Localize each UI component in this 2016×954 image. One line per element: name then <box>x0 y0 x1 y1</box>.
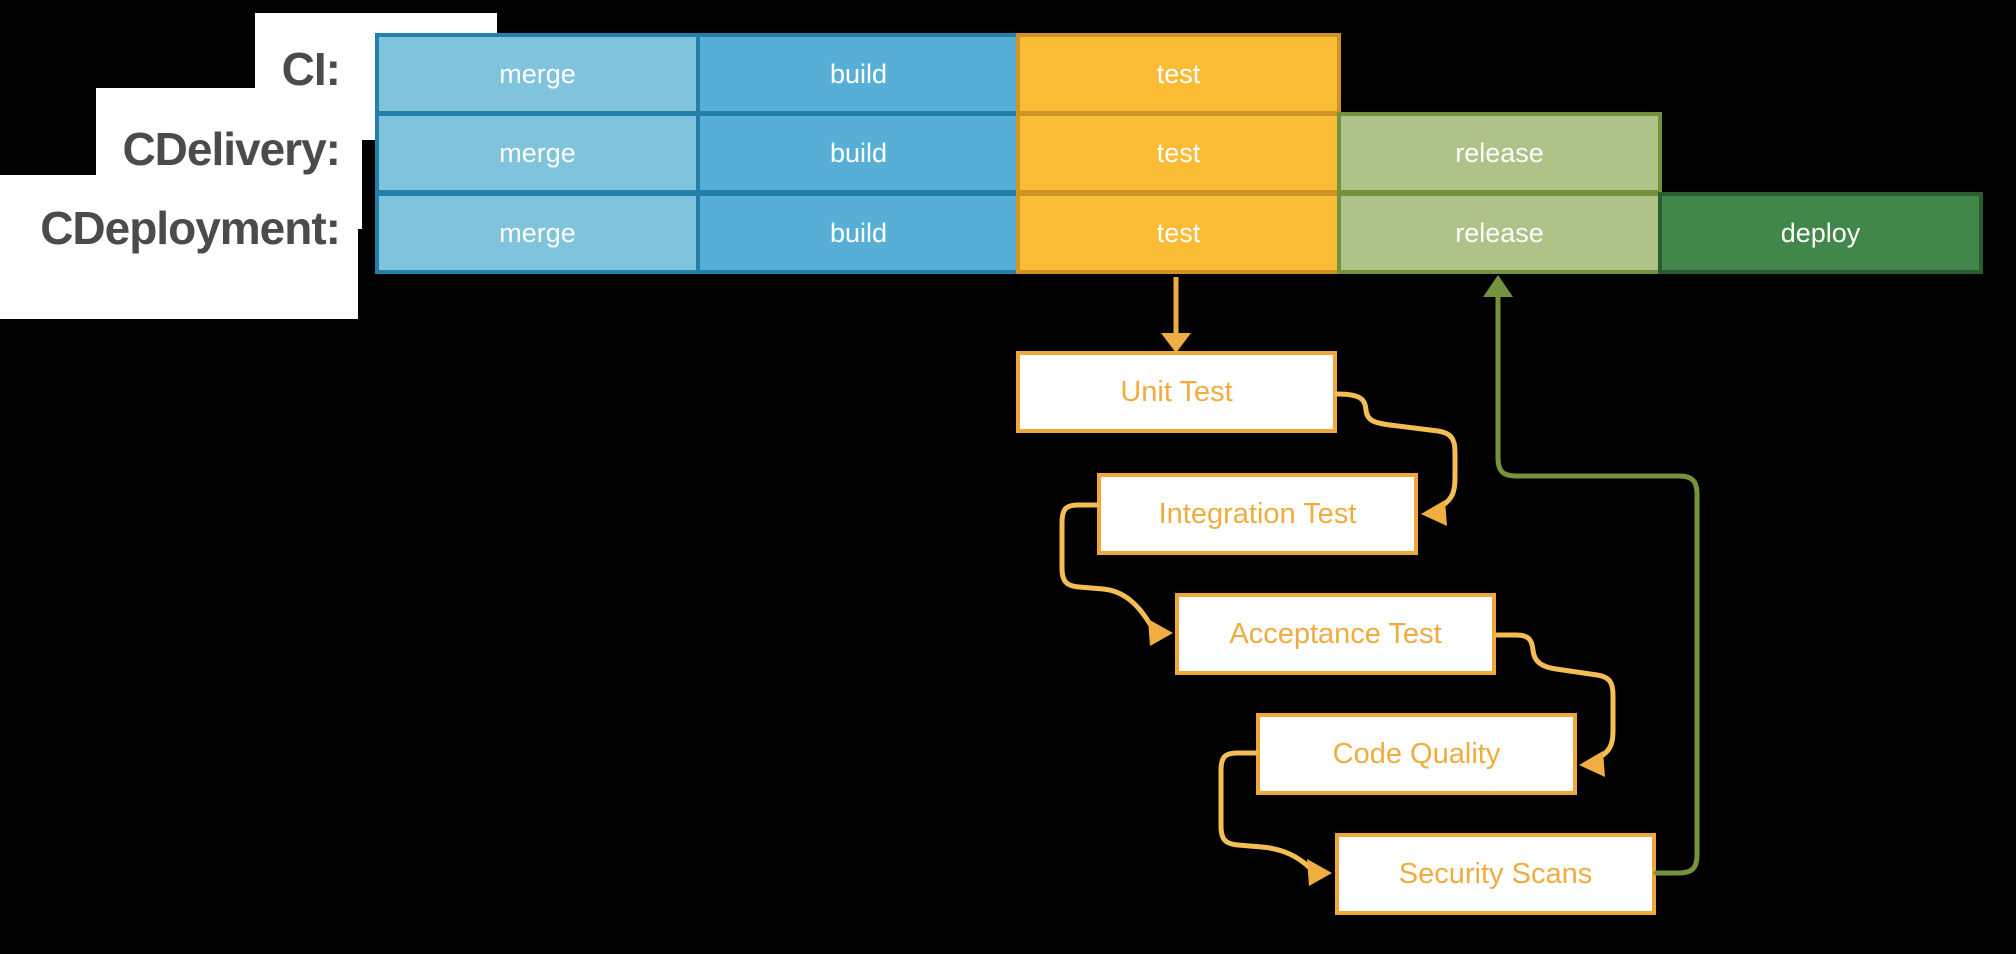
stage-label: merge <box>499 217 576 248</box>
connector-acceptance-to-codequality <box>1494 632 1616 760</box>
arrowhead-security-scans <box>1307 859 1332 886</box>
stage-label: release <box>1455 217 1544 248</box>
connector-integration-to-acceptance <box>1059 502 1153 627</box>
flow-box-acceptance-test: Acceptance Test <box>1175 593 1496 675</box>
flow-box-unit-test: Unit Test <box>1016 351 1337 433</box>
stage-label: test <box>1156 137 1201 168</box>
flow-box-label: Code Quality <box>1332 737 1501 770</box>
row-label-cdeployment: CDeployment: <box>40 202 341 254</box>
stage-label: merge <box>499 58 576 89</box>
connector-security-to-release <box>1495 292 1700 876</box>
arrowhead-release <box>1483 275 1513 297</box>
row-label-cdelivery: CDelivery: <box>122 123 341 175</box>
stage-label: release <box>1455 137 1544 168</box>
stage-label: build <box>829 137 888 168</box>
stage-label: build <box>829 217 888 248</box>
flow-box-integration-test: Integration Test <box>1097 473 1418 555</box>
pipeline-cell-cdeployment-merge: merge <box>375 192 700 274</box>
flow-box-label: Integration Test <box>1158 497 1357 530</box>
flow-box-security-scans: Security Scans <box>1335 833 1656 915</box>
flow-box-label: Acceptance Test <box>1229 617 1442 650</box>
stage-label: test <box>1156 217 1201 248</box>
connector-unit-to-integration <box>1334 391 1458 508</box>
pipeline-cell-cdeployment-build: build <box>696 192 1021 274</box>
arrowhead-acceptance-test <box>1148 619 1173 646</box>
stage-label: merge <box>499 137 576 168</box>
flow-box-label: Unit Test <box>1120 375 1233 408</box>
stage-label: test <box>1156 58 1201 89</box>
connector-codequality-to-security <box>1218 750 1312 870</box>
arrowhead-code-quality <box>1579 751 1605 777</box>
arrowhead-integration-test <box>1421 500 1447 526</box>
flow-box-code-quality: Code Quality <box>1256 713 1577 795</box>
pipeline-cell-cdelivery-release: release <box>1337 112 1662 194</box>
label-plate-cdeployment <box>0 175 358 319</box>
pipeline-cell-cdelivery-merge: merge <box>375 112 700 194</box>
stage-label: deploy <box>1780 217 1861 248</box>
flow-box-label: Security Scans <box>1398 857 1593 890</box>
row-label-ci: CI: <box>281 43 341 95</box>
arrowhead-unit-test <box>1161 333 1191 353</box>
pipeline-cell-cdeployment-deploy: deploy <box>1658 192 1983 274</box>
stage-label: build <box>829 58 888 89</box>
